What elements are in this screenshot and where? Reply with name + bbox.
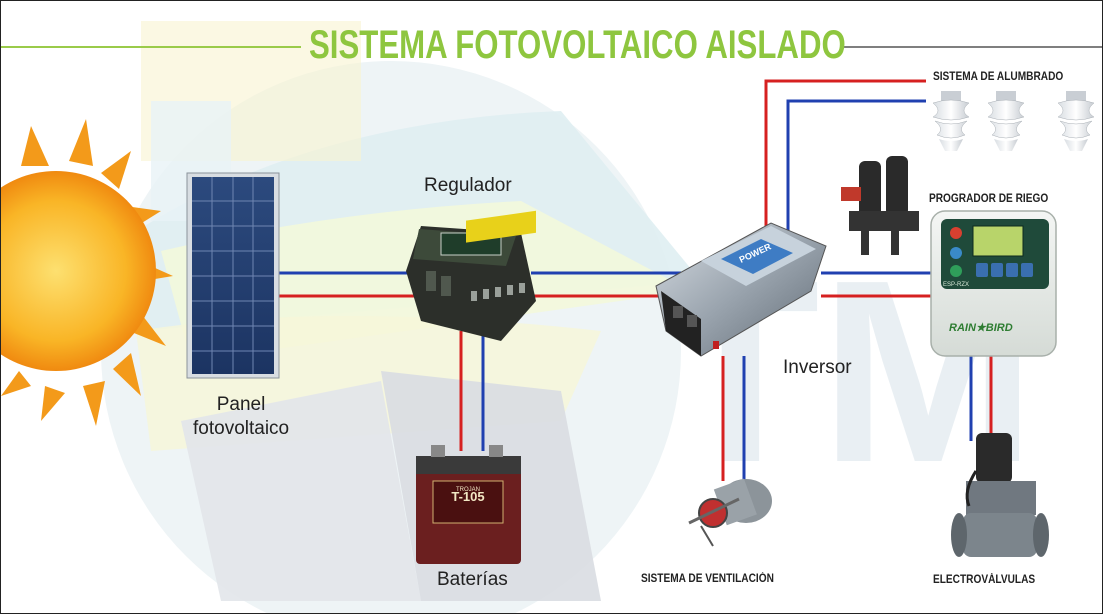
ventilation-motor-icon xyxy=(688,478,772,547)
battery-maker-text: TROJAN xyxy=(456,487,480,493)
sun-icon xyxy=(1,119,173,426)
wiring xyxy=(276,79,993,481)
solar-panel-icon xyxy=(186,172,280,379)
irrigation-controller-icon: ESP-RZX RAIN★BIRD xyxy=(930,210,1057,357)
solenoid-valve-icon xyxy=(951,433,1049,557)
light-bulb-icon xyxy=(987,91,1025,151)
ventilation-label: SISTEMA DE VENTILACIÓN xyxy=(641,573,774,585)
controller-model-text: ESP-RZX xyxy=(943,282,969,288)
inverter-label: Inversor xyxy=(783,357,852,378)
controller-brand-text: RAIN★BIRD xyxy=(949,322,1013,334)
light-bulbs-group xyxy=(932,91,1095,151)
regulator-label: Regulador xyxy=(424,175,512,196)
diagram-title: SISTEMA FOTOVOLTAICO AISLADO xyxy=(309,23,846,67)
panel-label: Panel fotovoltaico xyxy=(193,394,290,439)
batteries-label: Baterías xyxy=(437,569,508,590)
lighting-label: SISTEMA DE ALUMBRADO xyxy=(933,71,1064,83)
light-bulb-icon xyxy=(1057,91,1095,151)
inverter-icon: POWER xyxy=(655,222,827,357)
battery-model-text: T-105 xyxy=(451,489,484,504)
irrigation-filters-icon xyxy=(841,156,919,255)
valves-label: ELECTROVÁLVULAS xyxy=(933,574,1036,586)
battery-icon: T-105 TROJAN xyxy=(416,445,521,564)
charge-regulator-icon xyxy=(406,210,536,341)
light-bulb-icon xyxy=(932,91,970,151)
controller-label: PROGRADOR DE RIEGO xyxy=(929,193,1049,205)
